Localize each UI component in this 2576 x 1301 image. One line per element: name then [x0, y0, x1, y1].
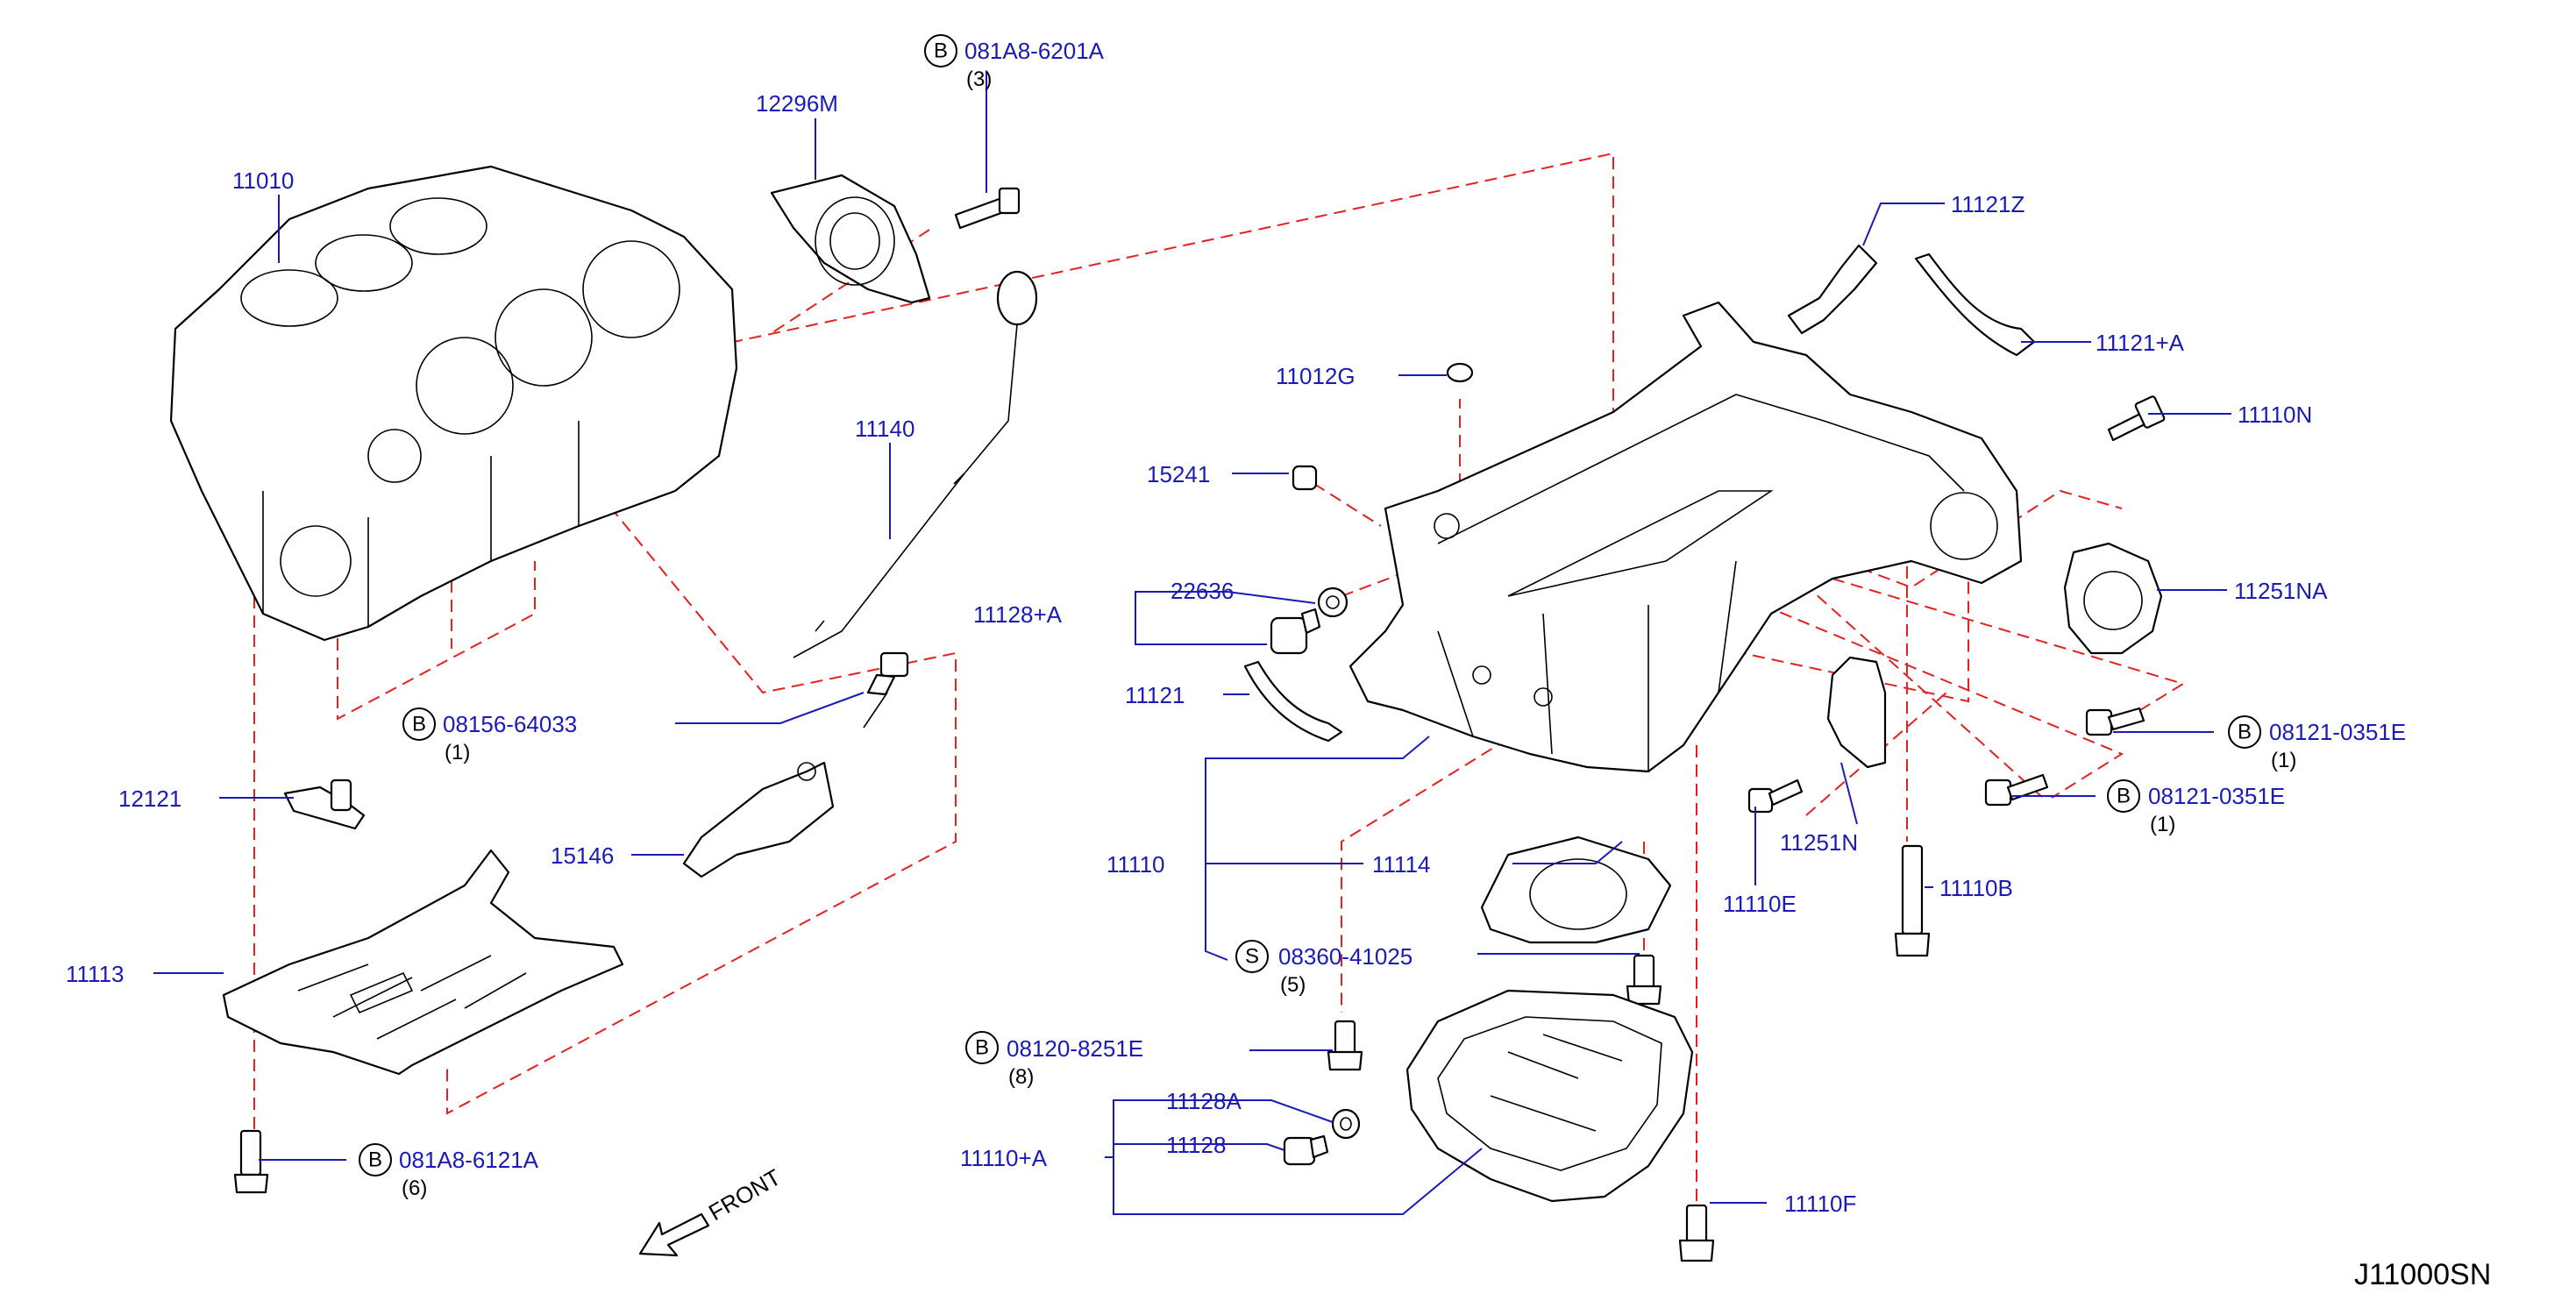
bolt-08121-0351e-2-part: [1984, 773, 2049, 807]
symbol-b-08120-8251e: B: [965, 1031, 999, 1064]
plug-11012g-part: [1446, 362, 1474, 383]
callout-11110a-plus: 11110+A: [960, 1145, 1048, 1171]
bolt-11110e-part: [1747, 778, 1804, 814]
bolt-11110n-part: [2107, 395, 2166, 442]
baffle-plate-part: [222, 849, 624, 1076]
symbol-s-08360-41025: S: [1235, 940, 1269, 973]
seal-11121-part: [1243, 660, 1343, 743]
callout-11010: 11010: [232, 167, 294, 194]
callout-081a8-6201a: 081A8-6201A: [964, 38, 1105, 64]
callout-15146: 15146: [551, 842, 614, 869]
callout-11128a: 11128A: [1166, 1088, 1242, 1114]
front-arrow-icon: [638, 1212, 710, 1257]
callout-081a8-6121a: 081A8-6121A: [399, 1147, 539, 1173]
bolt-11110f-part: [1678, 1204, 1715, 1262]
qty-08121-0351e-2: (1): [2150, 813, 2175, 836]
callout-15241: 15241: [1147, 461, 1210, 487]
cover-11251n-part: [1826, 656, 1887, 769]
callout-11110b: 11110B: [1939, 875, 2013, 901]
callout-08156-64033: 08156-64033: [443, 711, 577, 737]
svg-text:S: S: [1245, 945, 1259, 969]
plug-15241-part: [1292, 465, 1318, 491]
symbol-b-08121-0351e-1: B: [2228, 715, 2261, 749]
symbol-b-081a8-6121a: B: [359, 1143, 392, 1177]
gasket-11114-part: [1480, 835, 1672, 944]
drain-plug-11128a-plus-part: [1270, 608, 1321, 655]
qty-081a8-6121a: (6): [402, 1177, 427, 1200]
oil-seal-retainer-part: [770, 174, 931, 304]
bolt-11110b-part: [1894, 844, 1931, 957]
diagram-code: J11000SN: [2354, 1258, 2491, 1291]
callout-11012g: 11012G: [1276, 363, 1356, 389]
bolt-08121-0351e-1-part: [2085, 707, 2145, 736]
callout-08360-41025: 08360-41025: [1278, 943, 1413, 970]
bolt-081a8-6121a-part: [233, 1129, 269, 1194]
svg-text:B: B: [934, 39, 948, 63]
callout-11110: 11110: [1107, 851, 1165, 878]
symbol-b-081a8-6201a: B: [924, 34, 957, 68]
callout-08121-0351e-2: 08121-0351E: [2148, 783, 2285, 809]
bolt-081a8-6201a-part: [954, 187, 1021, 230]
callout-22636: 22636: [1171, 578, 1234, 604]
upper-oil-pan-part: [1348, 301, 2023, 773]
callout-11128a-plus: 11128+A: [973, 601, 1063, 628]
qty-08120-8251e: (8): [1008, 1065, 1034, 1089]
callout-11121z: 11121Z: [1951, 191, 2025, 217]
callout-11128: 11128: [1166, 1132, 1226, 1158]
callout-11114: 11114: [1372, 851, 1431, 878]
seal-11121z-part: [1787, 244, 1878, 335]
qty-08360-41025: (5): [1280, 973, 1306, 997]
leader-lines: [153, 72, 2231, 1215]
gasket-11251na-part: [2063, 542, 2163, 655]
bracket-15146-part: [682, 761, 835, 878]
svg-text:B: B: [975, 1036, 989, 1060]
callout-08120-8251e: 08120-8251E: [1007, 1035, 1143, 1062]
callout-11121: 11121: [1125, 682, 1185, 708]
sensor-12121-part: [283, 778, 366, 830]
callout-08121-0351e-1: 08121-0351E: [2269, 719, 2406, 745]
seal-11121a-part: [1914, 252, 2036, 357]
callout-11121a: 11121+A: [2096, 330, 2185, 356]
callout-11140: 11140: [855, 416, 914, 442]
callout-12296m: 12296M: [756, 90, 838, 117]
oil-dipstick-part: [793, 270, 1038, 658]
plug-11128-part: [1283, 1134, 1329, 1166]
svg-text:B: B: [2238, 721, 2252, 744]
callout-11113: 11113: [66, 961, 125, 987]
callout-11110e: 11110E: [1723, 891, 1797, 917]
svg-text:B: B: [368, 1148, 382, 1172]
callout-11251na: 11251NA: [2234, 578, 2328, 604]
svg-text:B: B: [412, 713, 426, 736]
qty-08156-64033: (1): [445, 741, 470, 764]
lower-oil-pan-part: [1405, 989, 1694, 1203]
svg-text:B: B: [2117, 785, 2131, 808]
cylinder-block-part: [169, 165, 738, 642]
washer-22636-part: [1317, 587, 1348, 618]
front-label: FRONT: [704, 1163, 786, 1226]
callout-11110f: 11110F: [1784, 1191, 1856, 1217]
callout-11251n: 11251N: [1780, 829, 1858, 856]
bolt-08120-8251e-part: [1327, 1020, 1363, 1071]
callout-labels: 11010 12296M 081A8-6201A (3) 11140 08156…: [66, 38, 2406, 1217]
callout-12121: 12121: [118, 786, 181, 812]
washer-11128a-part: [1331, 1108, 1361, 1140]
qty-081a8-6201a: (3): [966, 68, 992, 91]
screw-08360-41025-part: [1626, 954, 1662, 1006]
symbol-b-08121-0351e-2: B: [2107, 779, 2140, 813]
callout-11110n: 11110N: [2238, 402, 2312, 428]
qty-08121-0351e-1: (1): [2271, 749, 2296, 772]
symbol-b-08156-64033: B: [402, 707, 436, 741]
bolt-08156-64033-part: [863, 651, 909, 729]
